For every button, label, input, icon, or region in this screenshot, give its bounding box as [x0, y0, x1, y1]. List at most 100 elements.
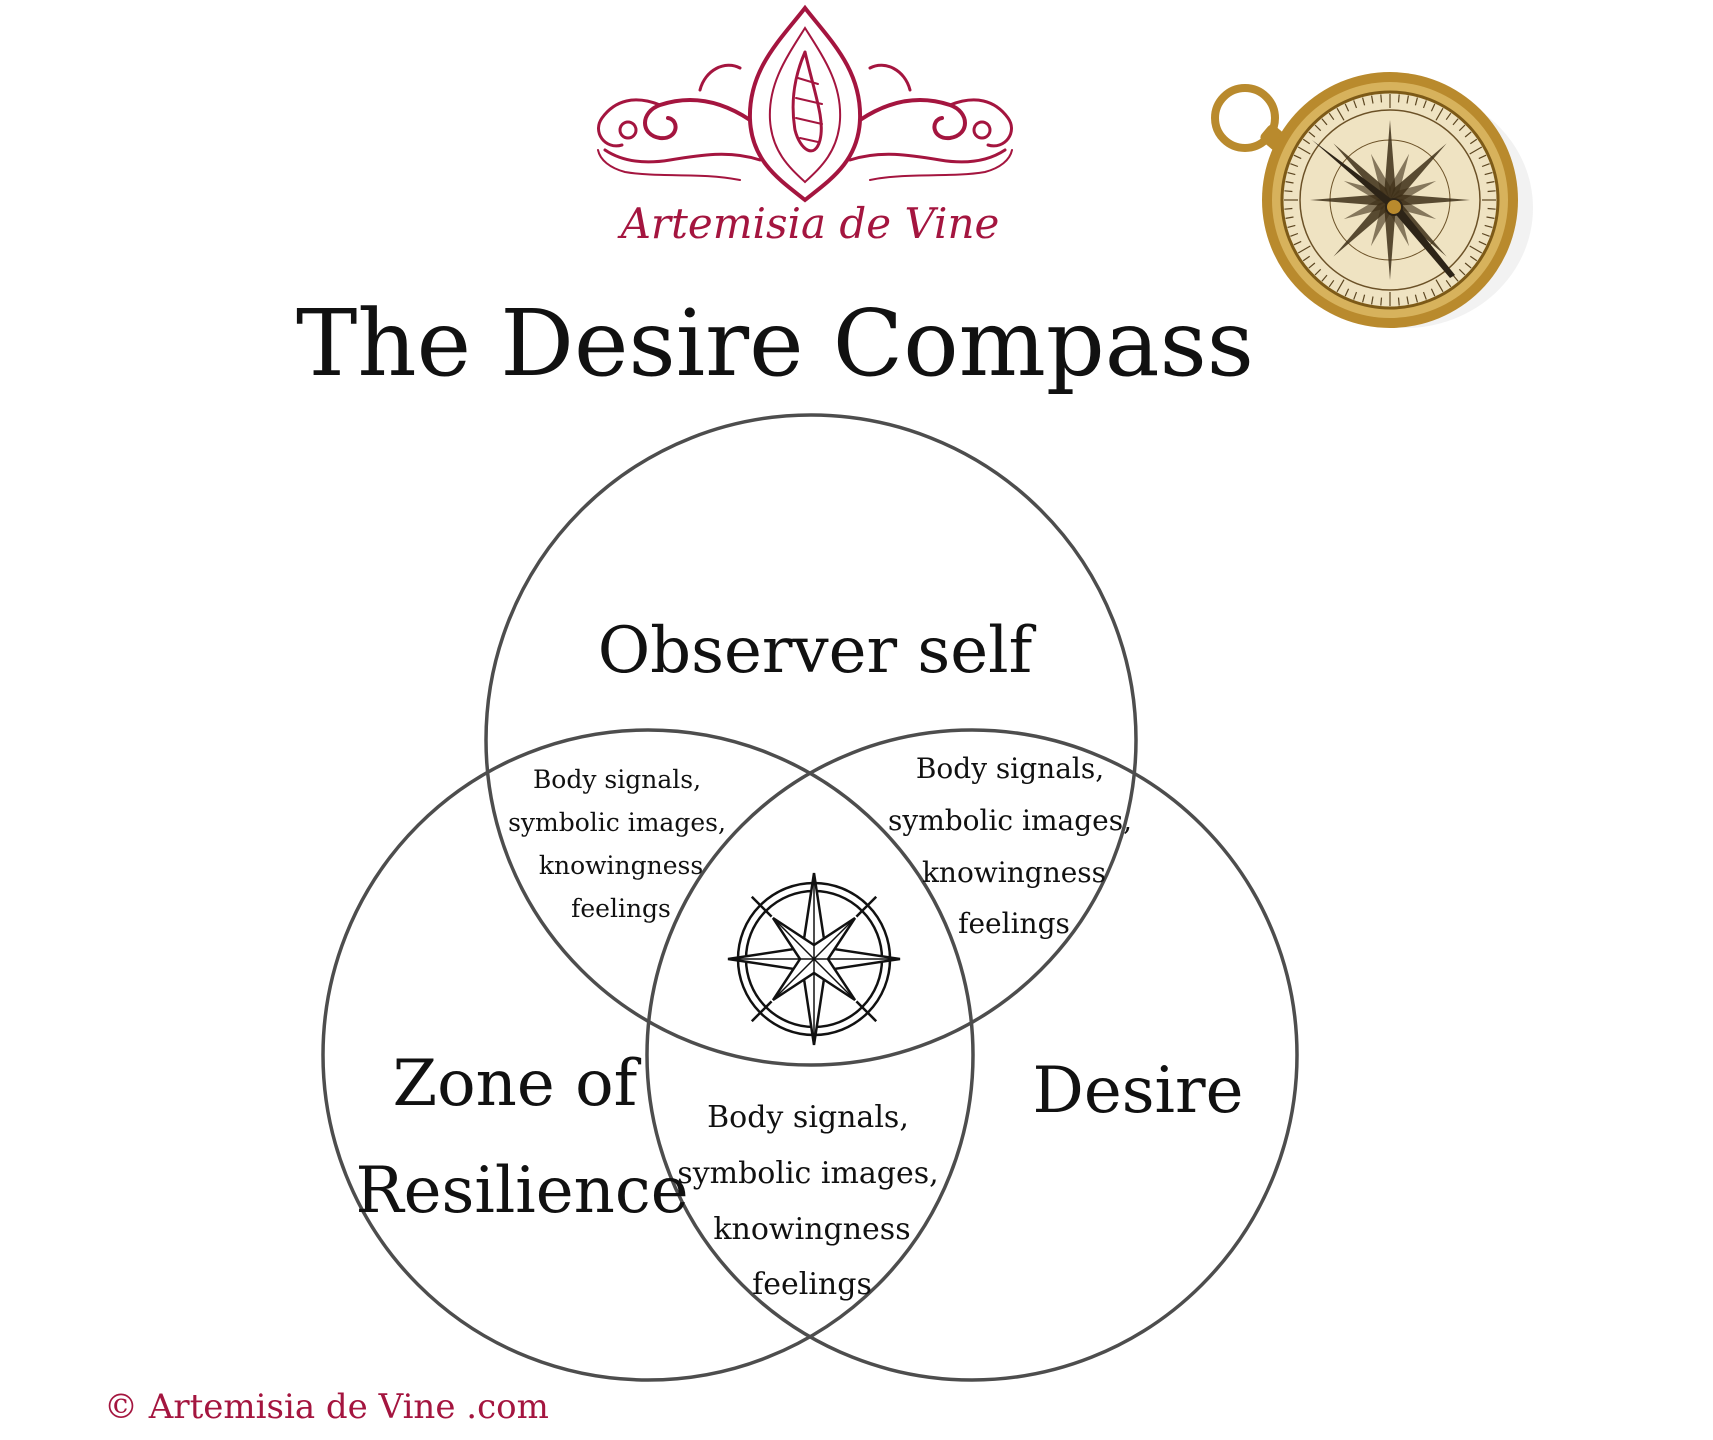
compass-rose-tick	[750, 895, 773, 918]
pocket-compass-tick	[1287, 172, 1296, 176]
pocket-compass-tick	[1371, 95, 1374, 104]
brand-logo: Artemisia de Vine	[597, 4, 1013, 248]
pocket-compass-tick	[1314, 124, 1322, 132]
label-resilience: Resilience	[355, 1154, 688, 1228]
pocket-compass-tick	[1344, 103, 1350, 112]
overlap-line: knowingness	[539, 851, 703, 880]
overlap-top-left: Body signals, symbolic images, knowingne…	[508, 765, 726, 923]
overlap-line: feelings	[958, 907, 1070, 940]
pocket-compass-tick	[1469, 245, 1483, 254]
pocket-compass-tick	[1321, 274, 1328, 282]
pocket-compass-tick	[1308, 262, 1316, 269]
overlap-line: feelings	[571, 894, 671, 923]
overlap-top-right: Body signals, symbolic images, knowingne…	[888, 752, 1132, 940]
pocket-compass-point	[1310, 194, 1390, 206]
pocket-compass-tick	[1285, 181, 1294, 184]
pocket-compass-tick	[1297, 146, 1311, 155]
pocket-compass-tick	[1422, 100, 1427, 109]
overlap-line: knowingness	[922, 856, 1106, 889]
circle-desire	[645, 728, 1299, 1382]
pocket-compass-tick	[1406, 95, 1409, 104]
label-desire: Desire	[1033, 1054, 1244, 1128]
pocket-compass-tick	[1397, 297, 1400, 306]
compass-rose-tick	[855, 1000, 878, 1023]
pocket-compass-tick	[1430, 288, 1436, 297]
pocket-compass-tick	[1284, 207, 1293, 210]
pocket-compass-tick	[1452, 274, 1459, 282]
circle-zone-of-resilience	[321, 728, 975, 1382]
seashell-ornament-icon	[597, 4, 1013, 203]
pocket-compass-tick	[1353, 291, 1358, 300]
compass-rose-ray	[813, 958, 856, 1001]
pocket-compass-tick	[1486, 216, 1495, 219]
pocket-compass-tick	[1284, 190, 1293, 193]
pocket-compass-tick	[1464, 262, 1472, 269]
pocket-compass-point	[1384, 120, 1396, 200]
pocket-compass-tick	[1297, 245, 1311, 254]
pocket-compass-tick	[1487, 190, 1496, 193]
pocket-compass-tick	[1469, 138, 1478, 145]
pocket-compass-point	[1390, 143, 1447, 200]
pocket-compass-point	[1333, 143, 1390, 200]
circle-observer-self	[484, 413, 1138, 1067]
pocket-compass-tick	[1397, 94, 1400, 103]
pocket-compass-tick	[1406, 296, 1409, 305]
pocket-compass-tick	[1445, 112, 1452, 121]
brand-wordmark: Artemisia de Vine	[617, 199, 1000, 248]
compass-rose-ray	[772, 958, 815, 1001]
diagram-title: The Desire Compass	[296, 290, 1254, 397]
pocket-compass-tick	[1486, 181, 1495, 184]
pocket-compass-tick	[1464, 131, 1472, 138]
compass-rose-ray	[813, 917, 856, 960]
pocket-compass-tick	[1344, 288, 1350, 297]
pocket-compass-tick	[1414, 294, 1418, 303]
pocket-compass-tick	[1458, 124, 1466, 132]
pocket-compass-tick	[1321, 118, 1328, 126]
overlap-line: symbolic images,	[677, 1156, 938, 1191]
pocket-compass-tick	[1478, 154, 1487, 160]
pocket-compass-tick	[1328, 279, 1335, 288]
overlap-line: knowingness	[713, 1212, 910, 1247]
overlap-line: Body signals,	[916, 752, 1104, 785]
pocket-compass-tick	[1362, 97, 1366, 106]
overlap-bottom: Body signals, symbolic images, knowingne…	[677, 1100, 938, 1302]
pocket-compass-tick	[1430, 103, 1436, 112]
pocket-compass-tick	[1445, 279, 1452, 288]
pocket-compass-tick	[1328, 112, 1335, 121]
pocket-compass-tick	[1422, 291, 1427, 300]
pocket-compass-tick	[1458, 268, 1466, 276]
pocket-compass-point	[1390, 194, 1470, 206]
copyright-notice: © Artemisia de Vine .com	[104, 1387, 549, 1427]
compass-rose-ray	[772, 917, 815, 960]
pocket-compass-tick	[1314, 268, 1322, 276]
pocket-compass-tick	[1478, 240, 1487, 246]
pocket-compass-tick	[1336, 107, 1345, 121]
pocket-compass-tick	[1452, 118, 1459, 126]
pocket-compass-tick	[1469, 255, 1478, 262]
pocket-compass-tick	[1290, 232, 1299, 237]
overlap-line: Body signals,	[533, 765, 701, 794]
compass-rose-tick	[750, 1000, 773, 1023]
pocket-compass-point	[1390, 180, 1437, 201]
pocket-compass-tick	[1302, 255, 1311, 262]
pocket-compass-tick	[1293, 240, 1302, 246]
pocket-compass-tick	[1380, 94, 1383, 103]
pocket-compass-tick	[1435, 107, 1444, 121]
pocket-compass-tick	[1308, 131, 1316, 138]
pocket-compass-tick	[1484, 172, 1493, 176]
pocket-compass-tick	[1287, 224, 1296, 228]
pocket-compass-tick	[1484, 224, 1493, 228]
pocket-compass-tick	[1285, 216, 1294, 219]
pocket-compass-tick	[1371, 296, 1374, 305]
venn-diagram	[321, 413, 1299, 1382]
pocket-compass-tick	[1487, 207, 1496, 210]
label-zone-of: Zone of	[393, 1047, 642, 1121]
pocket-compass-tick	[1469, 146, 1483, 155]
compass-rose-icon	[727, 872, 901, 1046]
pocket-compass-tick	[1435, 279, 1444, 293]
pocket-compass-tick	[1336, 279, 1345, 293]
pocket-compass-tick	[1302, 138, 1311, 145]
compass-rose-tick	[855, 895, 878, 918]
pocket-compass-tick	[1293, 154, 1302, 160]
